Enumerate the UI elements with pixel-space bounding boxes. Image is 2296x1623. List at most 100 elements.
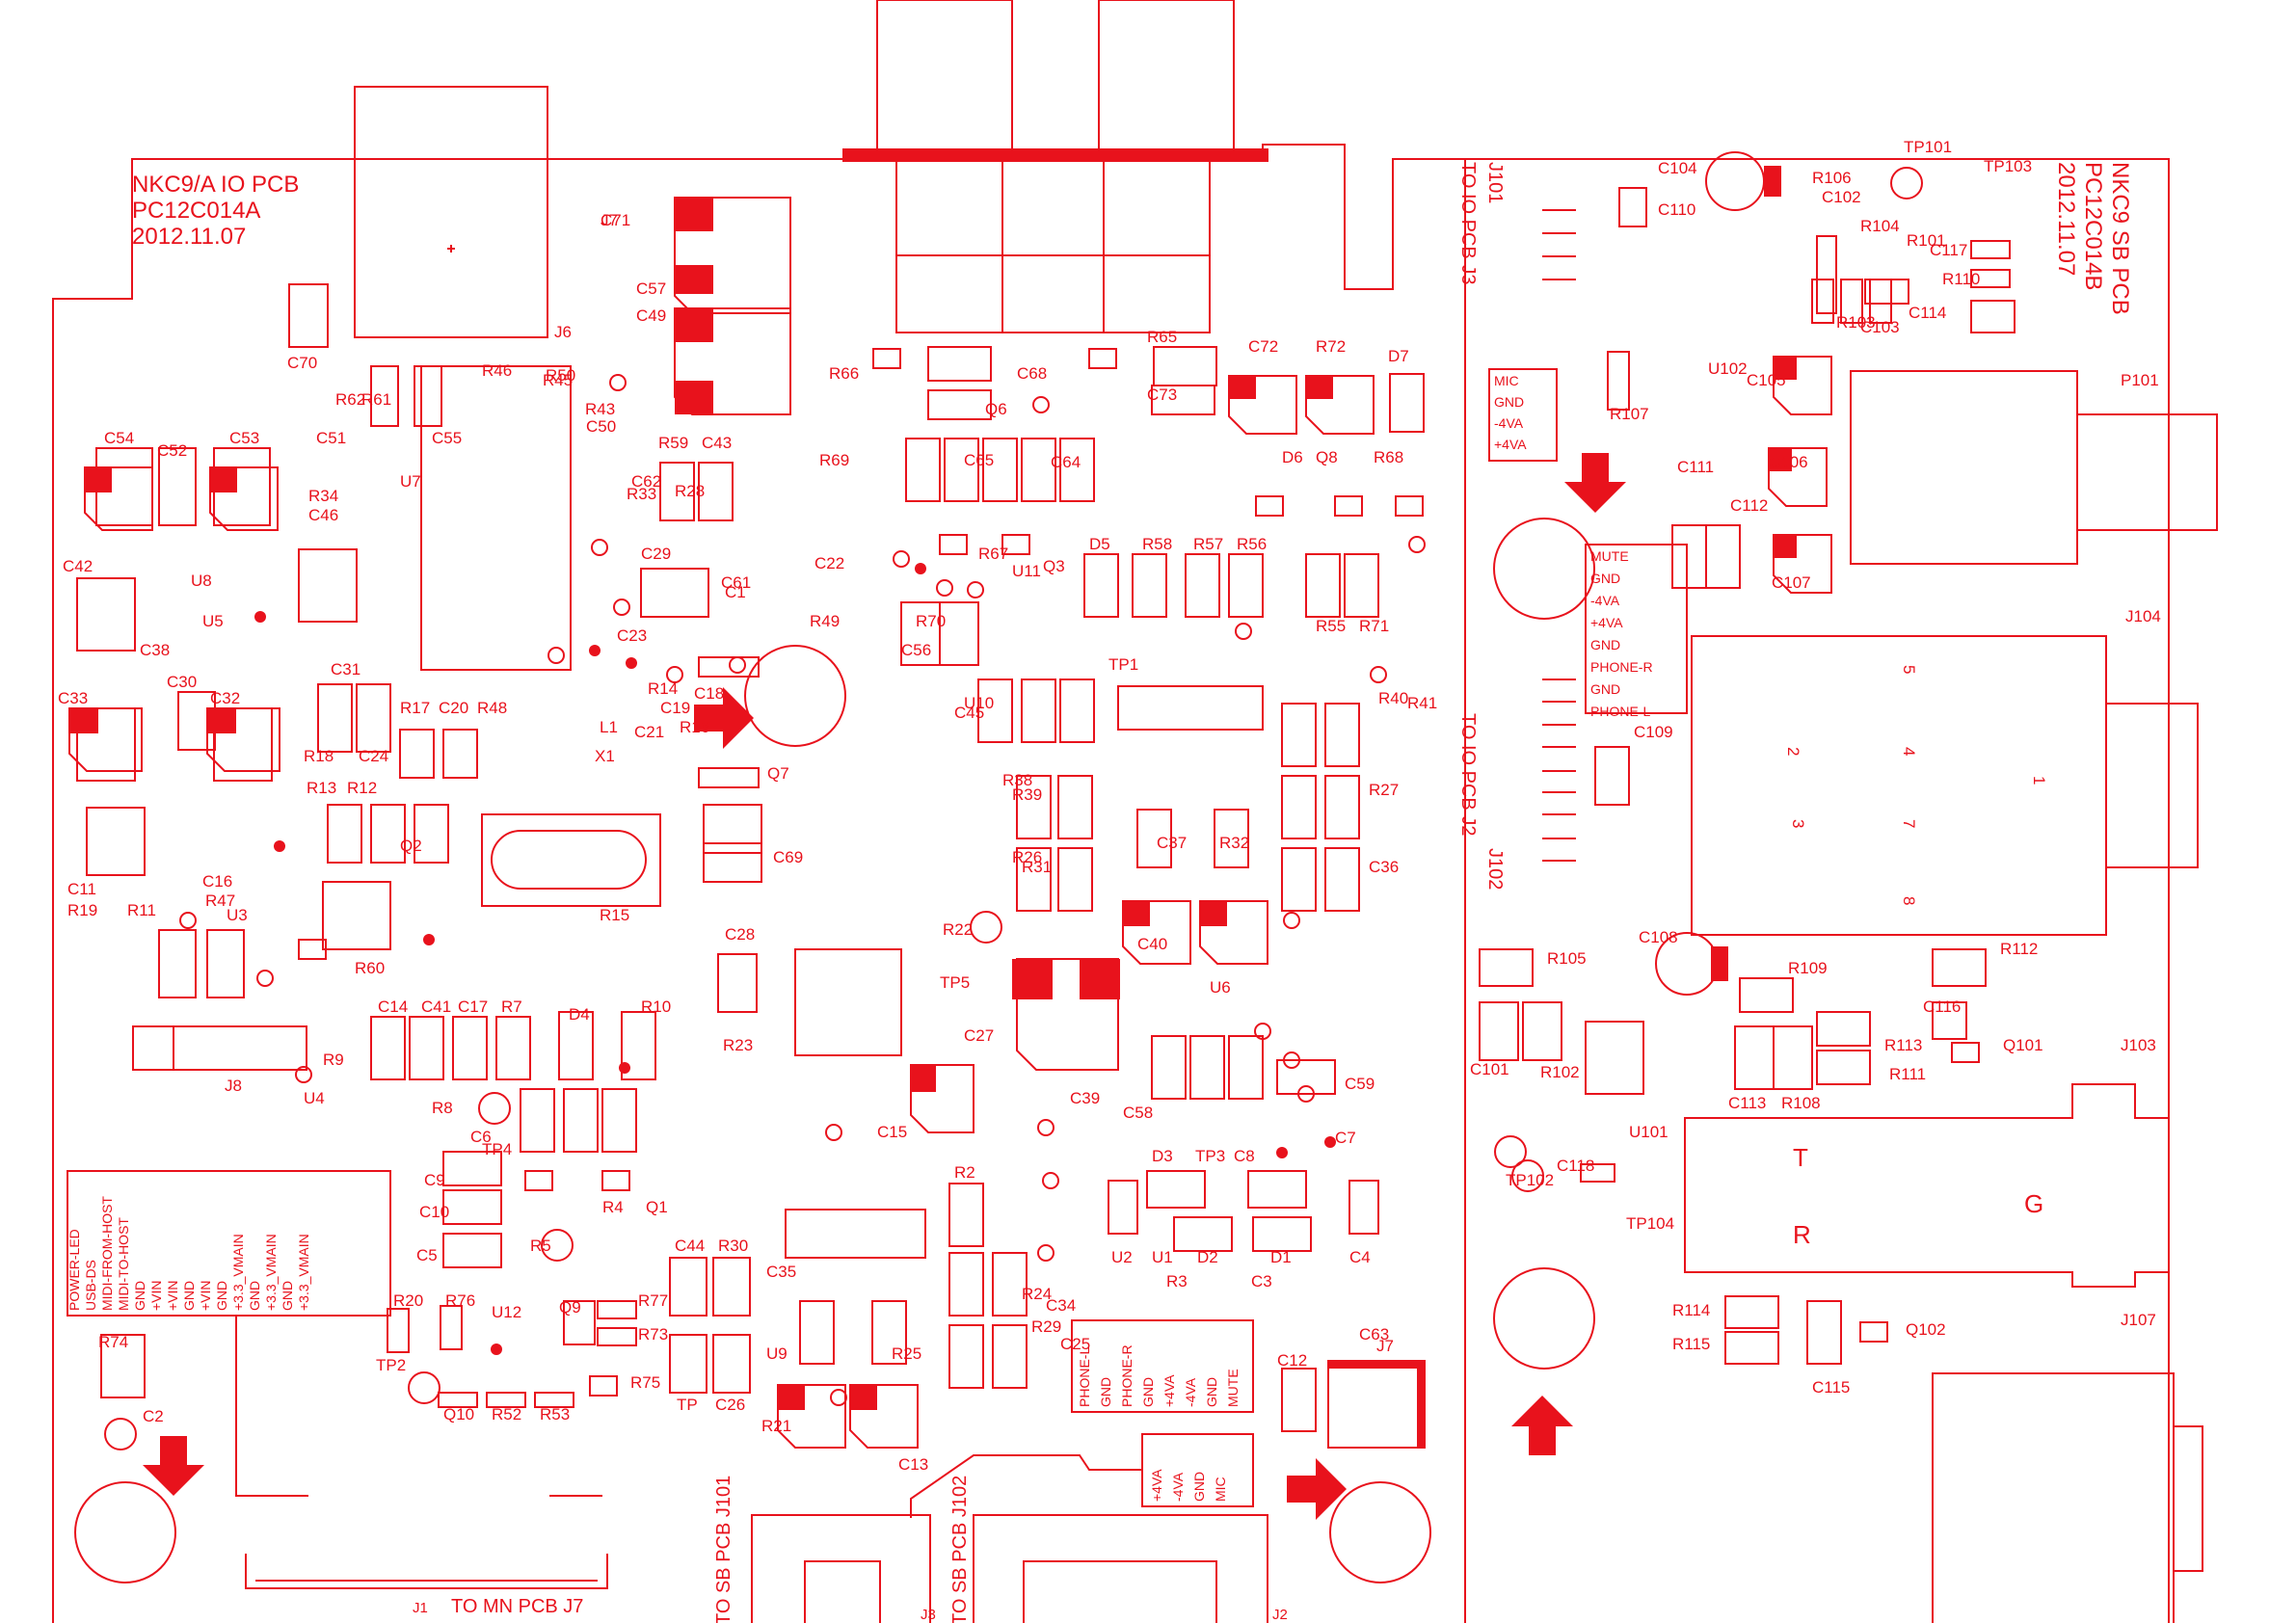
io-phone-pin-name: PHONE-L [1077, 1347, 1092, 1407]
component-ref-tp102: TP102 [1506, 1171, 1554, 1189]
passive-component-outline [1734, 1025, 1775, 1090]
via-hole [1283, 912, 1300, 929]
passive-component-outline [1344, 553, 1379, 618]
component-ref-r102: R102 [1540, 1063, 1580, 1081]
component-ref-q9: Q9 [559, 1298, 581, 1317]
electrolytic-cap-outline [1773, 534, 1832, 594]
u6-outline [794, 948, 902, 1056]
via-hole [830, 1389, 847, 1406]
via-hole [1297, 1085, 1315, 1103]
passive-component-outline [1840, 279, 1863, 324]
component-ref-c69: C69 [773, 848, 803, 866]
component-ref-r75: R75 [630, 1373, 660, 1392]
component-ref-u11: U11 [1012, 562, 1041, 580]
component-ref-u7: U7 [400, 472, 421, 491]
component-ref-u9: U9 [766, 1344, 788, 1363]
j107-outline [1932, 1372, 2175, 1623]
electrolytic-pad [778, 1385, 805, 1410]
j1-pin-name: +VIN [165, 1280, 180, 1311]
component-ref-j107: J107 [2121, 1311, 2156, 1329]
electrolytic-pad [1774, 535, 1797, 558]
component-ref-c70: C70 [287, 354, 317, 372]
component-ref-r106: R106 [1812, 169, 1852, 187]
component-ref-c20: C20 [439, 699, 468, 717]
passive-component-outline [534, 1392, 574, 1408]
passive-component-outline [370, 365, 399, 427]
electrolytic-pad [1769, 448, 1792, 471]
component-ref-r71: R71 [1359, 617, 1389, 635]
passive-component-outline [977, 678, 1013, 743]
component-ref-c37: C37 [1157, 834, 1187, 852]
via-hole [967, 581, 984, 599]
c49-pad [675, 308, 713, 342]
component-ref-j103: J103 [2121, 1036, 2156, 1054]
passive-component-outline [948, 1252, 984, 1317]
via-hole [295, 1066, 312, 1083]
component-ref-r47: R47 [205, 891, 235, 910]
component-ref-r7: R7 [501, 998, 522, 1016]
passive-component-outline [717, 953, 758, 1013]
passive-component-outline [1389, 373, 1425, 433]
electrolytic-cap-outline [1122, 900, 1191, 965]
component-ref-c21: C21 [634, 723, 664, 741]
passive-component-outline [409, 1016, 444, 1080]
transistor-outline [1859, 1321, 1888, 1343]
component-ref-c16: C16 [202, 872, 232, 891]
via-hole [179, 912, 197, 929]
component-ref-r16: R16 [680, 718, 709, 736]
io-mic-pin-name: GND [1191, 1472, 1207, 1502]
passive-component-outline [1869, 279, 1892, 324]
sb-mic-pin-name: MIC [1494, 373, 1519, 388]
electrolytic-pad [1123, 901, 1150, 926]
c41-pad [1080, 959, 1120, 999]
component-ref-r18: R18 [304, 747, 334, 765]
sb-mute-pin-name: GND [1590, 637, 1620, 652]
pin1-marker [254, 611, 266, 623]
j1-pin-name: +3.3_VMAIN [230, 1234, 246, 1311]
component-ref-d2: D2 [1197, 1248, 1218, 1266]
rca-body-mid [1001, 158, 1105, 333]
component-ref-q101: Q101 [2003, 1036, 2043, 1054]
j1-pin-name: GND [132, 1281, 147, 1311]
passive-component-outline [298, 548, 358, 623]
component-ref-q7: Q7 [767, 764, 789, 783]
j103-contact-letter: G [2024, 1189, 2043, 1218]
electrolytic-cap-outline [68, 707, 143, 772]
component-ref-c111: C111 [1677, 458, 1714, 476]
component-ref-tp101: TP101 [1904, 138, 1952, 156]
passive-component-outline [440, 1305, 463, 1350]
sb-j102-label: J102 [1484, 848, 1506, 890]
sb-board-outline [1465, 158, 2170, 1623]
io-phone-pin-name: MUTE [1225, 1369, 1241, 1407]
p101-barrel [2076, 413, 2218, 531]
component-ref-c101: C101 [1470, 1060, 1509, 1078]
component-ref-l1: L1 [600, 718, 618, 736]
component-ref-c6: C6 [470, 1128, 492, 1146]
direction-arrow [1511, 1396, 1573, 1455]
mount-hole [74, 1481, 176, 1583]
component-ref-d4: D4 [569, 1005, 590, 1024]
pin1-marker [1276, 1147, 1288, 1158]
sb-mic-pin-name: -4VA [1494, 415, 1524, 431]
electrolytic-cap-outline [1768, 447, 1828, 507]
component-ref-c14: C14 [378, 998, 408, 1016]
component-ref-r10: R10 [641, 998, 671, 1016]
j3-caption: J3 [921, 1607, 936, 1623]
j107-tip [2173, 1425, 2203, 1572]
component-ref-r69: R69 [819, 451, 849, 469]
j6-connector-outline [354, 86, 548, 338]
component-ref-c52: C52 [157, 441, 187, 460]
passive-component-outline [1970, 300, 2016, 333]
via-hole [613, 599, 630, 616]
component-ref-c1: C1 [725, 583, 746, 601]
passive-component-outline [442, 1189, 502, 1225]
j8-header [132, 1025, 307, 1071]
passive-component-outline [563, 1300, 596, 1345]
passive-component-outline [640, 568, 709, 618]
component-ref-r112: R112 [2000, 940, 2038, 958]
passive-component-outline [1016, 775, 1052, 839]
component-ref-c53: C53 [229, 429, 259, 447]
passive-component-outline [563, 1088, 599, 1153]
component-ref-r3: R3 [1166, 1272, 1188, 1290]
passive-component-outline [1214, 809, 1249, 868]
